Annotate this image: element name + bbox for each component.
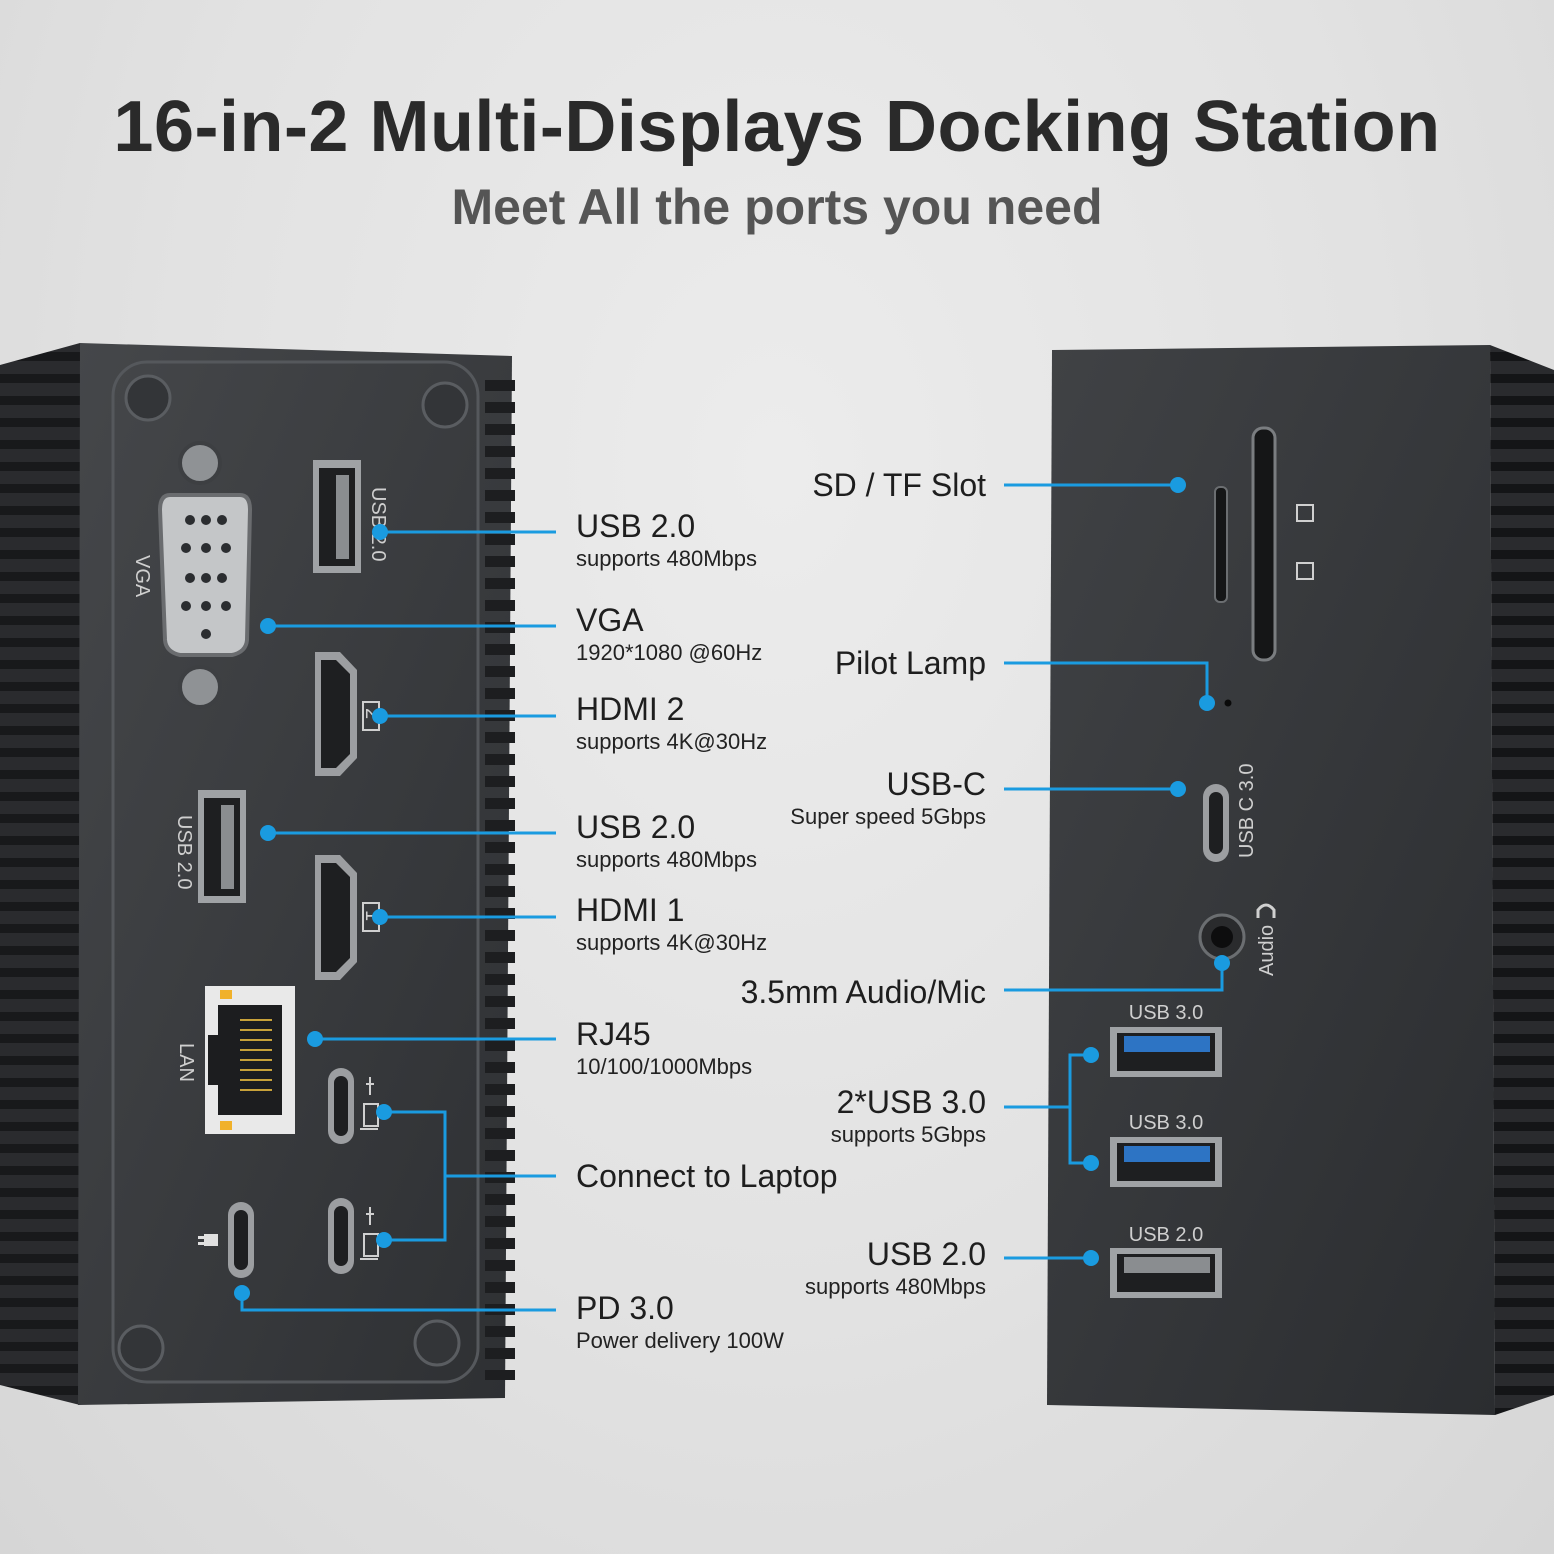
right-heatsink-fins <box>1490 345 1554 1415</box>
usbc30-print: USB C 3.0 <box>1236 764 1258 858</box>
usb-a-port-icon <box>313 460 361 573</box>
label-main: USB 2.0 <box>576 508 696 544</box>
label-hdmi2: HDMI 2 supports 4K@30Hz <box>576 693 767 753</box>
usb-c-port-icon <box>328 1198 354 1274</box>
label-usb2-top: USB 2.0 supports 480Mbps <box>576 510 757 570</box>
page-subtitle: Meet All the ports you need <box>451 179 1103 235</box>
label-sub: Power delivery 100W <box>576 1328 784 1353</box>
audio-jack-icon <box>1198 913 1246 961</box>
label-hdmi1: HDMI 1 supports 4K@30Hz <box>576 894 767 954</box>
label-sub: 10/100/1000Mbps <box>576 1054 753 1079</box>
usb-c-port-icon <box>1203 784 1229 862</box>
screw-icon <box>117 374 469 1372</box>
label-sub: 1920*1080 @60Hz <box>576 640 763 665</box>
usb30-a-print: USB 3.0 <box>1129 1002 1203 1024</box>
label-usb2-mid: USB 2.0 supports 480Mbps <box>576 811 757 871</box>
hdmi-port-icon <box>315 652 357 776</box>
label-main: 2*USB 3.0 <box>836 1084 986 1120</box>
usb2-top-print: USB 2.0 <box>367 487 389 561</box>
label-main: HDMI 1 <box>576 892 685 928</box>
usb-a-port-icon <box>1110 1027 1222 1077</box>
ethernet-port-icon <box>205 986 295 1134</box>
label-audio: 3.5mm Audio/Mic <box>741 976 986 1008</box>
label-usb-c: USB-C Super speed 5Gbps <box>790 768 986 828</box>
label-main: PD 3.0 <box>576 1290 674 1326</box>
usb30-b-print: USB 3.0 <box>1129 1112 1203 1134</box>
label-main: RJ45 <box>576 1016 651 1052</box>
sd-card-icon <box>1296 504 1314 580</box>
label-sub: supports 5Gbps <box>830 1122 986 1147</box>
usb2-mid-print: USB 2.0 <box>173 815 195 889</box>
label-main: SD / TF Slot <box>812 467 986 503</box>
right-dock-unit: USB C 3.0 Audio USB 3.0 USB 3.0 USB 2.0 <box>1047 345 1554 1415</box>
power-plug-icon <box>198 1234 218 1246</box>
label-connect-laptop: Connect to Laptop <box>576 1160 838 1192</box>
label-vga: VGA 1920*1080 @60Hz <box>576 604 762 664</box>
pilot-lamp-icon <box>1224 699 1232 707</box>
hdmi-port-icon <box>315 855 357 980</box>
left-heatsink-teeth <box>485 380 515 1380</box>
label-main: HDMI 2 <box>576 691 685 727</box>
label-main: Connect to Laptop <box>576 1158 838 1194</box>
hdmi2-print: 2 <box>361 708 383 719</box>
label-sub: supports 480Mbps <box>805 1274 986 1299</box>
usb20-right-print: USB 2.0 <box>1129 1224 1203 1246</box>
audio-print: Audio <box>1256 925 1278 976</box>
label-sub: supports 4K@30Hz <box>576 729 768 754</box>
label-main: USB 2.0 <box>866 1236 986 1272</box>
card-slot-icon <box>1214 426 1277 662</box>
usb-a-port-icon <box>198 790 246 903</box>
label-main: VGA <box>576 602 644 638</box>
label-main: USB 2.0 <box>576 809 696 845</box>
vga-port-icon <box>157 441 253 709</box>
lan-print: LAN <box>175 1043 197 1082</box>
label-usb2-right: USB 2.0 supports 480Mbps <box>805 1238 986 1298</box>
label-main: 3.5mm Audio/Mic <box>740 974 986 1010</box>
usb-c-port-icon <box>228 1202 254 1278</box>
label-pilot-lamp: Pilot Lamp <box>835 647 986 679</box>
vga-print: VGA <box>131 555 153 598</box>
usb-a-port-icon <box>1110 1248 1222 1298</box>
label-sub: supports 4K@30Hz <box>576 930 768 955</box>
label-pd30: PD 3.0 Power delivery 100W <box>576 1292 784 1352</box>
callout-dots <box>234 477 1230 1301</box>
label-sub: supports 480Mbps <box>576 546 757 571</box>
headphone-icon <box>1256 903 1276 918</box>
left-heatsink-fins <box>0 343 80 1405</box>
label-usb30: 2*USB 3.0 supports 5Gbps <box>831 1086 986 1146</box>
label-sd-slot: SD / TF Slot <box>812 469 986 501</box>
label-main: Pilot Lamp <box>834 645 986 681</box>
label-sub: supports 480Mbps <box>576 847 757 872</box>
usb-c-port-icon <box>328 1068 354 1144</box>
label-rj45: RJ45 10/100/1000Mbps <box>576 1018 752 1078</box>
usb-a-port-icon <box>1110 1137 1222 1187</box>
hdmi1-print: 1 <box>361 910 383 921</box>
usb-symbol-icon <box>366 1077 374 1225</box>
label-main: USB-C <box>886 766 986 802</box>
left-dock-unit: VGA USB 2.0 2 USB 2.0 1 <box>0 343 515 1405</box>
page-title: 16-in-2 Multi-Displays Docking Station <box>113 87 1441 167</box>
label-sub: Super speed 5Gbps <box>790 804 986 829</box>
